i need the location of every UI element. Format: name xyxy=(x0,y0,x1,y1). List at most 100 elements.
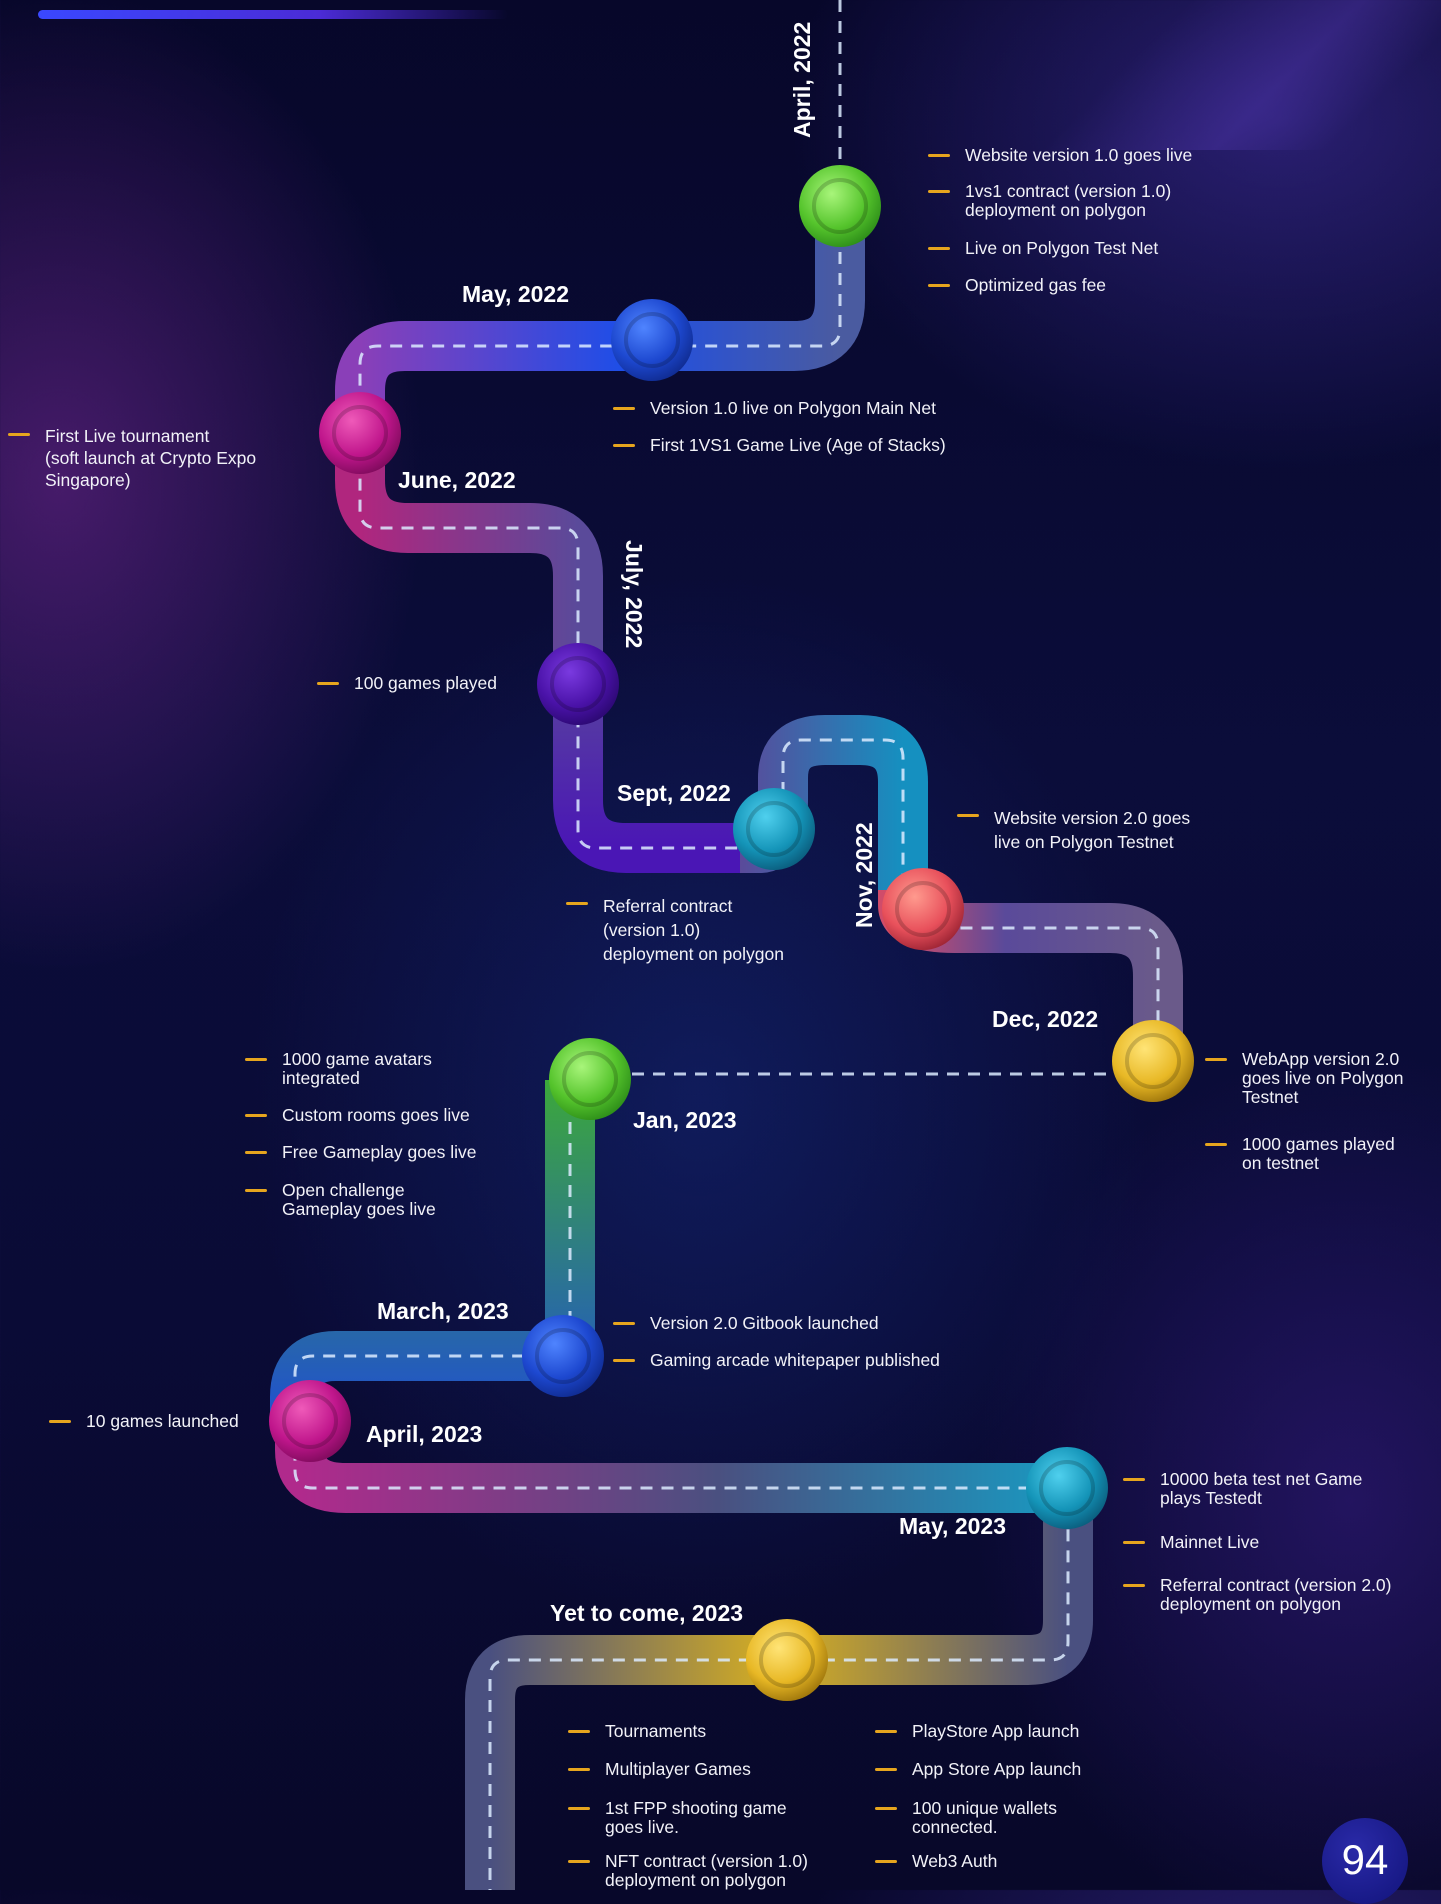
item-text: Multiplayer Games xyxy=(605,1759,751,1779)
list-item: NFT contract (version 1.0) deployment on… xyxy=(568,1851,808,1890)
item-text: Tournaments xyxy=(605,1721,707,1741)
item-text: 10 games launched xyxy=(86,1411,239,1431)
item-text: 1000 game avatars integrated xyxy=(282,1049,432,1088)
top-accent-bar xyxy=(38,10,508,19)
date-june-2022: June, 2022 xyxy=(398,467,516,493)
item-text: PlayStore App launch xyxy=(912,1721,1080,1741)
bullet-dash xyxy=(928,154,950,157)
item-text: Free Gameplay goes live xyxy=(282,1142,477,1162)
bullet-dash xyxy=(1123,1478,1145,1481)
bullet-dash xyxy=(875,1807,897,1810)
list-item: 10000 beta test net Game plays Testedt xyxy=(1123,1469,1363,1508)
item-text: First 1VS1 Game Live (Age of Stacks) xyxy=(650,435,946,455)
item-text: 100 unique wallets connected. xyxy=(912,1798,1057,1837)
date-may-2023: May, 2023 xyxy=(899,1513,1006,1539)
bullet-dash xyxy=(957,814,979,817)
list-item: 1000 game avatars integrated xyxy=(245,1049,432,1088)
list-item: 100 unique wallets connected. xyxy=(875,1798,1057,1837)
bullet-dash xyxy=(875,1730,897,1733)
date-april-2023: April, 2023 xyxy=(366,1421,483,1447)
page-number: 94 xyxy=(1341,1836,1389,1883)
list-item: Multiplayer Games xyxy=(568,1759,751,1779)
list-item: Version 1.0 live on Polygon Main Net xyxy=(613,398,936,418)
bullet-dash xyxy=(1123,1541,1145,1544)
list-item: Open challenge Gameplay goes live xyxy=(245,1180,436,1219)
bullet-dash xyxy=(245,1189,267,1192)
list-item: 10 games launched xyxy=(49,1411,239,1431)
bullet-dash xyxy=(8,433,30,436)
list-item: Website version 2.0 goes live on Polygon… xyxy=(957,806,1191,854)
item-text: Web3 Auth xyxy=(912,1851,998,1871)
date-march-2023: March, 2023 xyxy=(377,1298,509,1324)
list-item: Version 2.0 Gitbook launched xyxy=(613,1313,879,1333)
item-text: 1st FPP shooting game goes live. xyxy=(605,1798,787,1837)
bullet-dash xyxy=(568,1768,590,1771)
list-item: Tournaments xyxy=(568,1721,707,1741)
bullet-dash xyxy=(613,407,635,410)
bullet-dash xyxy=(568,1860,590,1863)
item-text: Version 1.0 live on Polygon Main Net xyxy=(650,398,936,418)
list-item: 100 games played xyxy=(317,673,498,693)
date-sept-2022: Sept, 2022 xyxy=(617,780,731,806)
item-text: Version 2.0 Gitbook launched xyxy=(650,1313,879,1333)
list-item: PlayStore App launch xyxy=(875,1721,1080,1741)
date-yet-to-come-2023: Yet to come, 2023 xyxy=(550,1600,744,1626)
bullet-dash xyxy=(317,682,339,685)
list-item: Free Gameplay goes live xyxy=(245,1142,477,1162)
list-item: Referral contract (version 2.0) deployme… xyxy=(1123,1575,1392,1614)
page-number-badge: 94 xyxy=(1322,1818,1408,1904)
list-item: Web3 Auth xyxy=(875,1851,998,1871)
item-text: First Live tournament (soft launch at Cr… xyxy=(45,426,257,490)
bullet-dash xyxy=(875,1860,897,1863)
item-text: Custom rooms goes live xyxy=(282,1105,470,1125)
list-item: First 1VS1 Game Live (Age of Stacks) xyxy=(613,435,946,455)
light-beam-decoration xyxy=(1021,0,1441,150)
list-item: Mainnet Live xyxy=(1123,1532,1260,1552)
date-may-2022: May, 2022 xyxy=(462,281,569,307)
list-item: 1st FPP shooting game goes live. xyxy=(568,1798,787,1837)
list-item: 1vs1 contract (version 1.0) deployment o… xyxy=(928,181,1172,220)
date-april-2022: April, 2022 xyxy=(789,21,815,138)
item-text: Referral contract (version 2.0) deployme… xyxy=(1160,1575,1392,1614)
date-july-2022: July, 2022 xyxy=(621,540,647,649)
item-text: 10000 beta test net Game plays Testedt xyxy=(1160,1469,1363,1508)
bullet-dash xyxy=(566,902,588,905)
bullet-dash xyxy=(245,1114,267,1117)
list-item: First Live tournament (soft launch at Cr… xyxy=(8,425,257,491)
bullet-dash xyxy=(613,1322,635,1325)
item-text: 100 games played xyxy=(354,673,498,693)
item-text: Website version 1.0 goes live xyxy=(965,145,1193,165)
bullet-dash xyxy=(1123,1584,1145,1587)
date-dec-2022: Dec, 2022 xyxy=(992,1006,1099,1032)
bullet-dash xyxy=(928,247,950,250)
bullet-dash xyxy=(613,444,635,447)
list-item: Optimized gas fee xyxy=(928,275,1107,295)
bullet-dash xyxy=(49,1420,71,1423)
list-item: App Store App launch xyxy=(875,1759,1082,1779)
item-text: App Store App launch xyxy=(912,1759,1082,1779)
item-text: Website version 2.0 goes live on Polygon… xyxy=(994,808,1191,852)
item-text: NFT contract (version 1.0) deployment on… xyxy=(605,1851,808,1890)
bullet-dash xyxy=(568,1807,590,1810)
list-item: Website version 1.0 goes live xyxy=(928,145,1193,165)
item-text: 1000 games played on testnet xyxy=(1242,1134,1395,1173)
list-item: 1000 games played on testnet xyxy=(1205,1134,1395,1173)
item-text: Optimized gas fee xyxy=(965,275,1107,295)
bullet-dash xyxy=(875,1768,897,1771)
bullet-dash xyxy=(245,1151,267,1154)
bullet-dash xyxy=(1205,1143,1227,1146)
item-text: Live on Polygon Test Net xyxy=(965,238,1159,258)
list-item: Live on Polygon Test Net xyxy=(928,238,1159,258)
list-item: Custom rooms goes live xyxy=(245,1105,470,1125)
bullet-dash xyxy=(1205,1058,1227,1061)
bullet-dash xyxy=(568,1730,590,1733)
bullet-dash xyxy=(928,284,950,287)
item-text: 1vs1 contract (version 1.0) deployment o… xyxy=(965,181,1172,220)
item-text: WebApp version 2.0 goes live on Polygon … xyxy=(1242,1049,1404,1107)
list-item: Gaming arcade whitepaper published xyxy=(613,1351,940,1370)
item-text: Open challenge Gameplay goes live xyxy=(282,1180,436,1219)
item-text: Referral contract (version 1.0) deployme… xyxy=(603,896,784,964)
bullet-dash xyxy=(245,1058,267,1061)
list-item: Referral contract (version 1.0) deployme… xyxy=(566,894,784,966)
item-text: Mainnet Live xyxy=(1160,1532,1260,1552)
